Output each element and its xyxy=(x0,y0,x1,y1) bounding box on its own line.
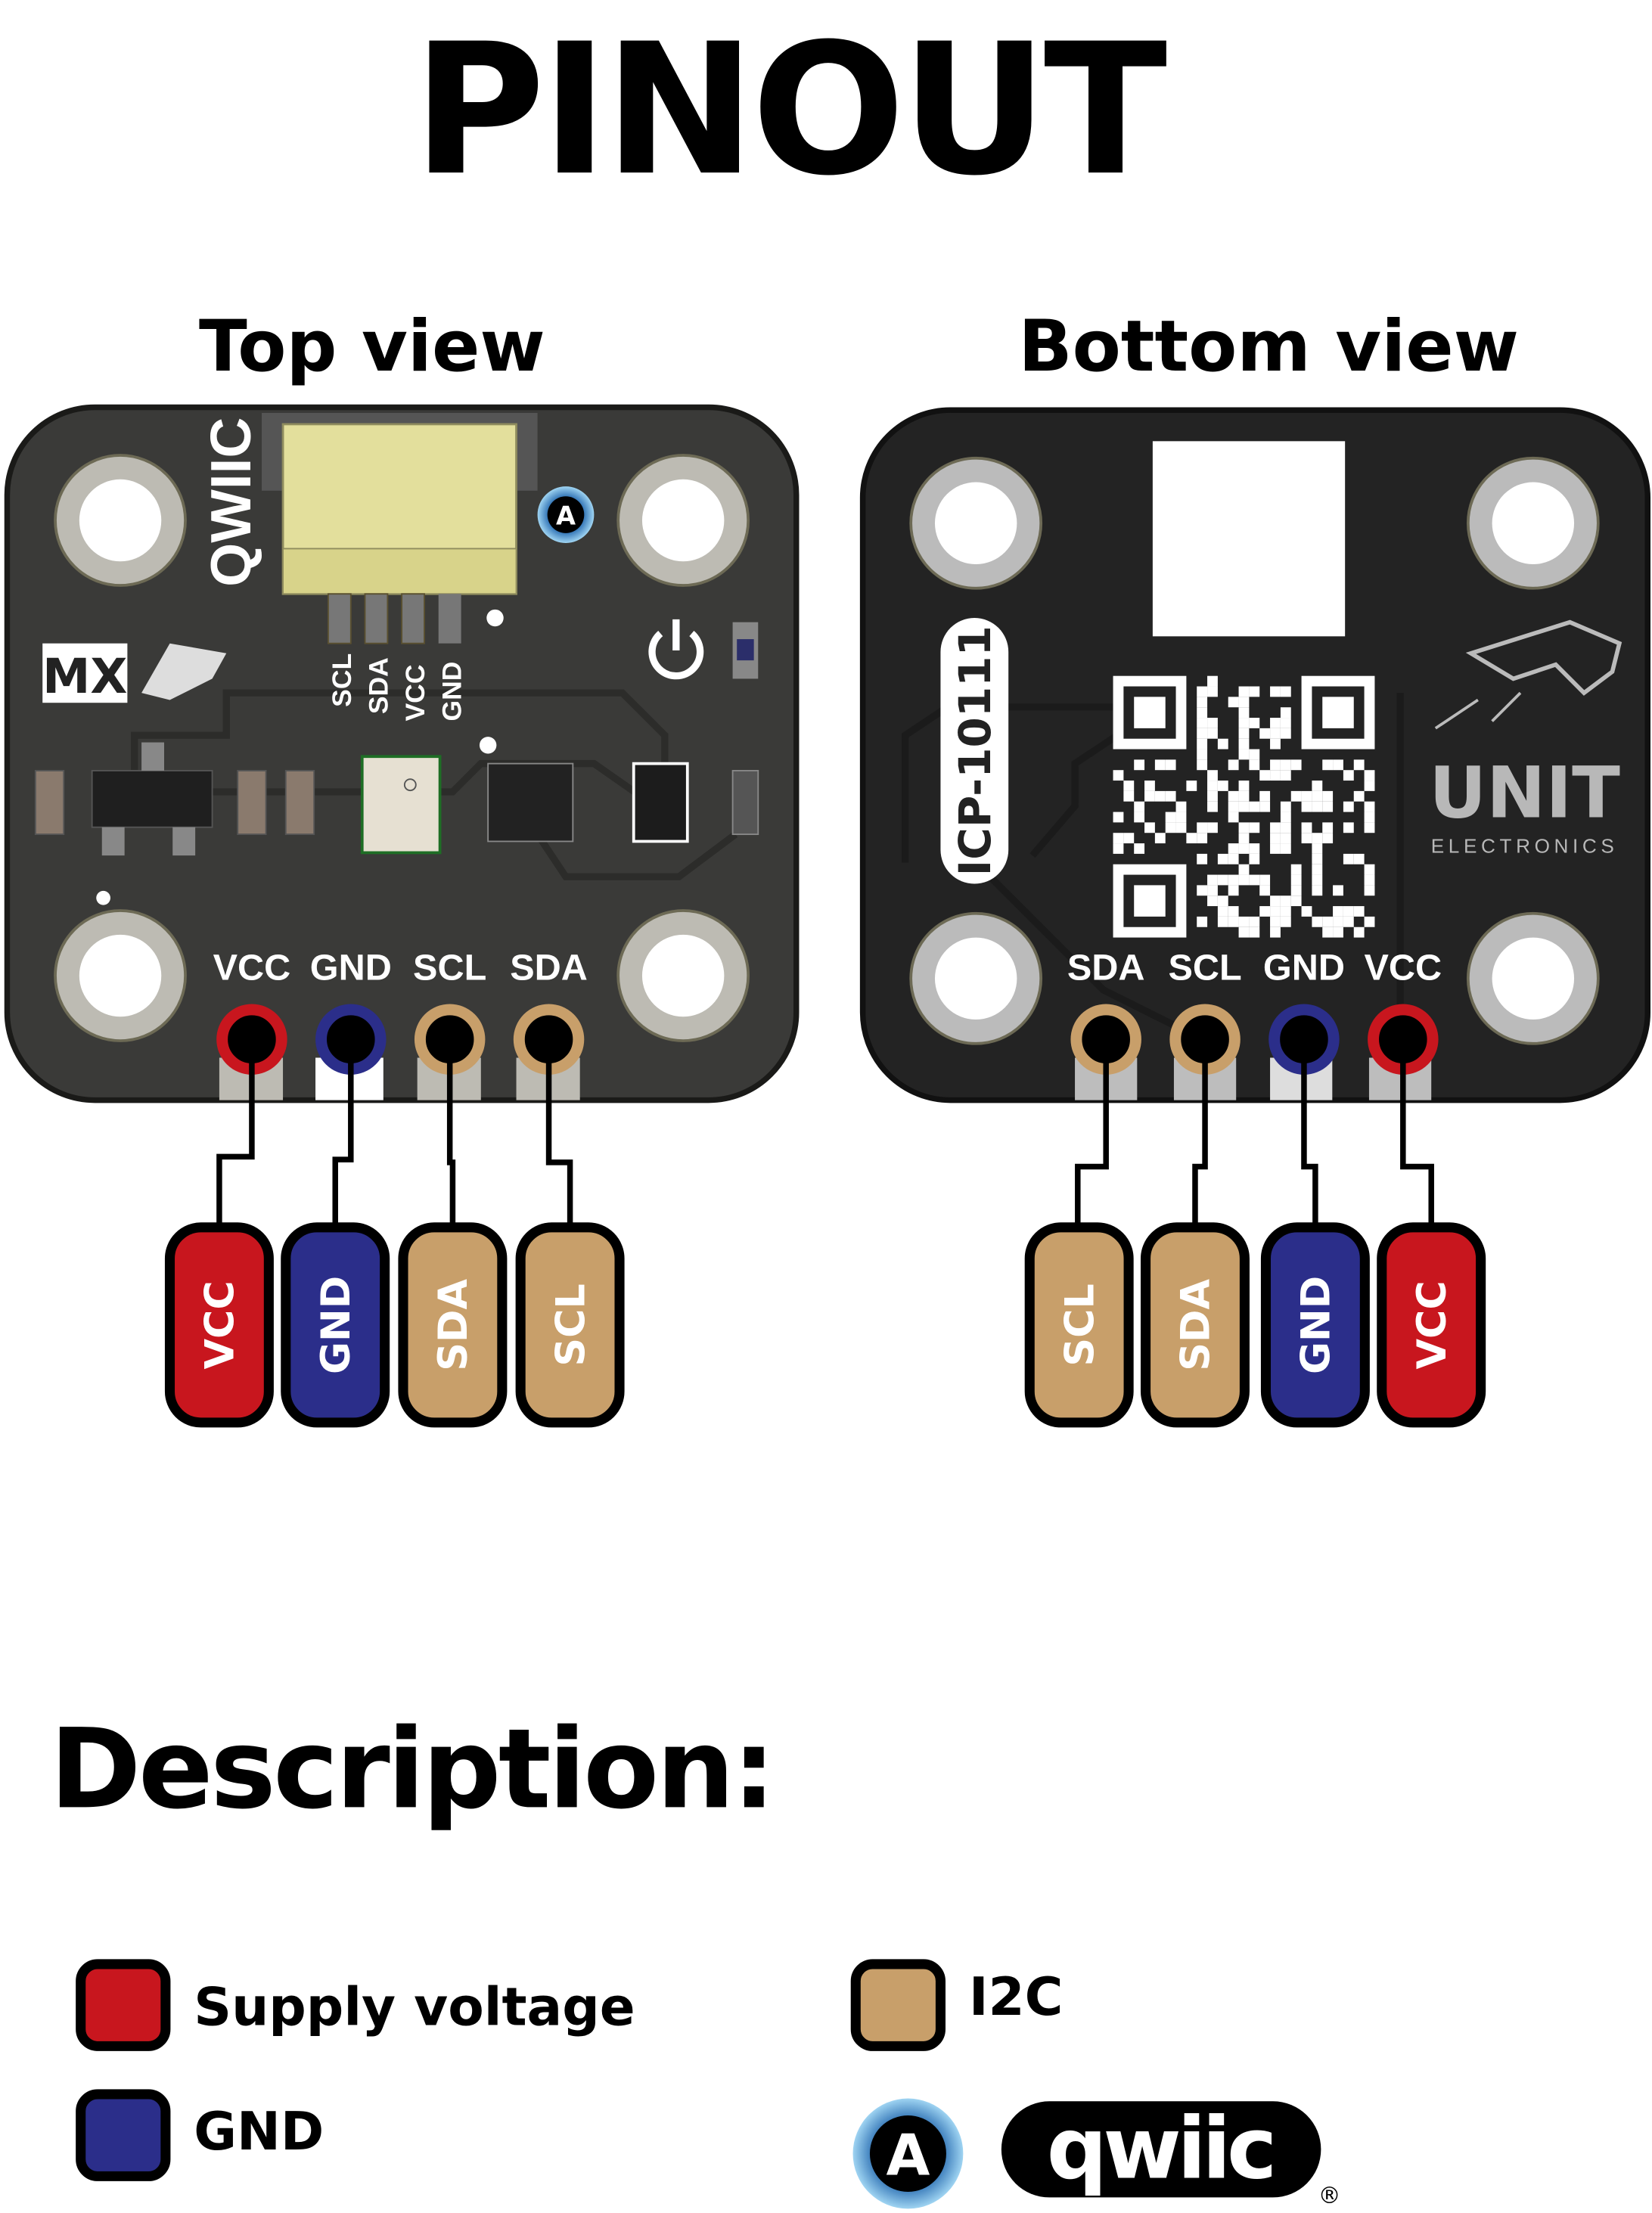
svg-text:VCC: VCC xyxy=(1409,1280,1455,1369)
svg-text:VCC: VCC xyxy=(1364,948,1442,989)
svg-text:®: ® xyxy=(1318,2183,1341,2209)
pin-label-gnd: GND xyxy=(437,662,467,722)
svg-text:SDA: SDA xyxy=(1067,948,1145,989)
svg-text:VCC: VCC xyxy=(213,948,291,989)
svg-text:UNIT: UNIT xyxy=(1429,753,1620,835)
svg-text:GND: GND xyxy=(310,948,392,989)
bottom-wires xyxy=(1075,1039,1434,1231)
mx-logo: MX xyxy=(42,643,227,704)
svg-text:SCL: SCL xyxy=(1057,1283,1103,1366)
svg-text:I2C: I2C xyxy=(969,1967,1064,2028)
top-wires xyxy=(216,1039,573,1231)
qr-code xyxy=(1113,675,1375,938)
qwiic-logo xyxy=(1001,2101,1321,2198)
svg-text:SDA: SDA xyxy=(1173,1279,1219,1371)
unit-electronics-logo: UNIT ELECTRONICS xyxy=(1429,619,1622,857)
legend-i2c: I2C xyxy=(850,1959,1064,2051)
components xyxy=(34,609,759,905)
svg-text:GND: GND xyxy=(1293,1276,1340,1374)
pill-vcc xyxy=(1377,1222,1486,1428)
top-board: QWIIC SCL SDA VCC GND A MX xyxy=(4,404,800,1103)
pill-scl xyxy=(515,1222,625,1428)
svg-text:SCL: SCL xyxy=(548,1283,594,1366)
bottom-board: ICP-10111 UNIT ELECTRONICS SDA SCL GND V… xyxy=(859,407,1651,1103)
legend-qwiic: A qwiic ® xyxy=(852,2098,1341,2209)
legend-supply-voltage: Supply voltage xyxy=(76,1959,635,2051)
legend-gnd: GND xyxy=(76,2089,324,2181)
top-view-heading: Top view xyxy=(199,306,545,388)
svg-text:MX: MX xyxy=(42,648,127,704)
svg-text:GND: GND xyxy=(194,2102,324,2162)
bottom-pills: SCL SDA GND VCC xyxy=(1024,1222,1486,1428)
svg-text:A: A xyxy=(887,2123,930,2189)
pin-label-sda: SDA xyxy=(363,657,393,714)
pill-gnd xyxy=(281,1222,390,1428)
svg-text:qwiic: qwiic xyxy=(1047,2100,1273,2198)
qwiic-connector xyxy=(262,412,538,644)
pill-vcc xyxy=(164,1222,274,1428)
mounting-holes xyxy=(54,454,750,1042)
bottom-view-heading: Bottom view xyxy=(1018,306,1519,388)
svg-text:GND: GND xyxy=(1263,948,1345,989)
silk-qwiic: QWIIC xyxy=(199,417,262,587)
qwiic-a-badge: A xyxy=(537,486,595,543)
svg-text:GND: GND xyxy=(313,1276,359,1374)
pill-sda xyxy=(1140,1222,1250,1428)
svg-text:ICP-10111: ICP-10111 xyxy=(949,625,1001,876)
label-area xyxy=(1152,441,1346,637)
svg-text:VCC: VCC xyxy=(197,1280,244,1369)
part-number-tag: ICP-10111 xyxy=(940,618,1009,884)
svg-text:Supply voltage: Supply voltage xyxy=(194,1977,635,2038)
pill-scl xyxy=(1024,1222,1134,1428)
top-pills: VCC GND SDA SCL xyxy=(164,1222,625,1428)
top-header-labels: VCC GND SCL SDA xyxy=(213,948,588,989)
svg-text:SCL: SCL xyxy=(413,948,486,989)
svg-text:SDA: SDA xyxy=(430,1279,477,1371)
pill-sda xyxy=(398,1222,508,1428)
mounting-holes xyxy=(909,456,1600,1045)
pill-gnd xyxy=(1260,1222,1370,1428)
page-title: PINOUT xyxy=(413,5,1166,216)
pin-label-scl: SCL xyxy=(327,653,357,707)
connector-pin-labels: SCL SDA VCC GND xyxy=(327,653,467,722)
description-heading: Description: xyxy=(50,1706,774,1833)
power-icon xyxy=(648,619,704,680)
svg-text:A: A xyxy=(556,501,576,531)
svg-text:SCL: SCL xyxy=(1168,948,1241,989)
pin-label-vcc: VCC xyxy=(400,665,430,722)
svg-text:SDA: SDA xyxy=(510,948,588,989)
bottom-header-labels: SDA SCL GND VCC xyxy=(1067,948,1442,989)
svg-text:ELECTRONICS: ELECTRONICS xyxy=(1431,834,1619,857)
